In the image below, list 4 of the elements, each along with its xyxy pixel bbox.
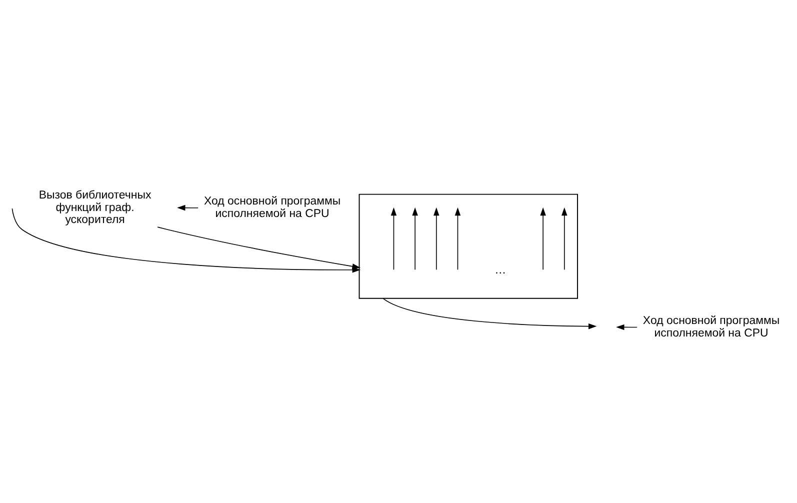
node-text: Вызов библиотечных функций граф. ускорителя — [38, 189, 152, 226]
node-text: Ход основной программы исполняемой на CPU — [204, 196, 341, 220]
label: … — [494, 264, 506, 277]
node-text: Ход основной программы исполняемой на CPU — [642, 315, 780, 340]
